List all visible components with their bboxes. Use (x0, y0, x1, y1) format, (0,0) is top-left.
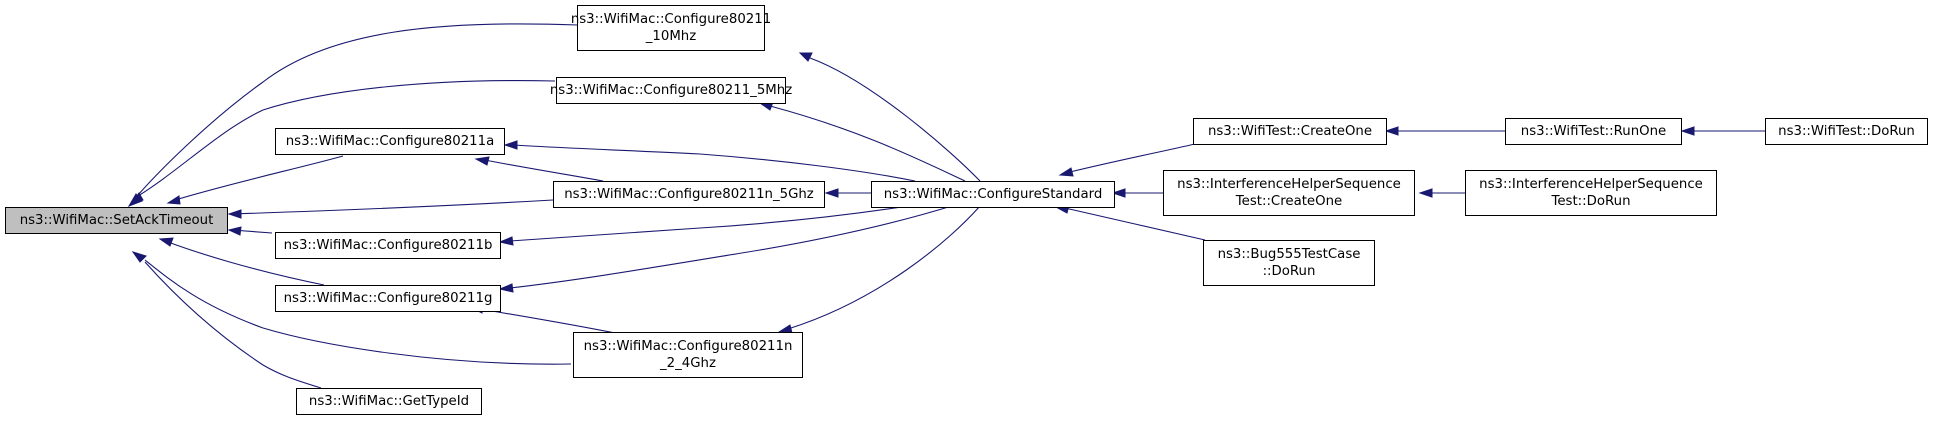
node-label: ns3::WifiMac::ConfigureStandard (883, 187, 1103, 202)
arrowhead (1384, 126, 1399, 136)
edge-configurestandard-to-configure80211-5mhz (769, 105, 966, 182)
arrowhead (798, 52, 813, 62)
node-label: ns3::WifiMac::Configure80211a (285, 134, 495, 149)
node-configure80211a[interactable]: ns3::WifiMac::Configure80211a (275, 128, 505, 155)
edge-configure80211n-2-4ghz-to-configure80211g (479, 308, 621, 335)
edge-configurestandard-to-configure80211g (509, 204, 956, 289)
arrowhead (474, 156, 490, 166)
node-label: ns3::WifiTest::CreateOne (1207, 124, 1373, 139)
arrowhead (1680, 126, 1695, 136)
node-configure-standard[interactable]: ns3::WifiMac::ConfigureStandard (871, 181, 1115, 208)
node-label: ns3::WifiMac::Configure80211_5Mhz (549, 83, 793, 98)
node-label: ns3::WifiMac::SetAckTimeout (19, 213, 214, 228)
node-label: ns3::WifiTest::RunOne (1520, 124, 1667, 139)
node-label: ns3::WifiMac::Configure80211g (283, 291, 493, 306)
node-set-ack-timeout[interactable]: ns3::WifiMac::SetAckTimeout (5, 207, 228, 234)
edge-configure80211g-to-setacktimeout (167, 241, 325, 286)
edge-configure80211a-to-setacktimeout (174, 155, 344, 201)
node-get-type-id[interactable]: ns3::WifiMac::GetTypeId (296, 388, 482, 415)
edge-gettypeid-to-setacktimeout (144, 261, 322, 389)
node-configure80211-10mhz[interactable]: ns3::WifiMac::Configure80211 _10Mhz (571, 5, 771, 51)
node-label: ns3::WifiMac::Configure80211n _2_4Ghz (583, 339, 793, 371)
arrowhead (498, 236, 514, 246)
node-bug555-do-run[interactable]: ns3::Bug555TestCase ::DoRun (1203, 240, 1375, 286)
node-configure80211-5mhz[interactable]: ns3::WifiMac::Configure80211_5Mhz (550, 77, 792, 104)
node-wifitest-do-run[interactable]: ns3::WifiTest::DoRun (1765, 118, 1928, 145)
arrowhead (127, 193, 143, 207)
node-wifitest-run-one[interactable]: ns3::WifiTest::RunOne (1505, 118, 1682, 145)
node-label: ns3::WifiTest::DoRun (1778, 124, 1915, 139)
node-label: ns3::WifiMac::Configure80211n_5Ghz (564, 187, 814, 202)
node-configure80211b[interactable]: ns3::WifiMac::Configure80211b (275, 232, 501, 259)
node-configure80211n-2-4ghz[interactable]: ns3::WifiMac::Configure80211n _2_4Ghz (573, 332, 803, 378)
node-label: ns3::WifiMac::Configure80211b (283, 238, 493, 253)
edge-configure80211-10mhz-to-setacktimeout (137, 23, 579, 196)
arrowhead (503, 140, 518, 150)
arrowhead (227, 226, 242, 236)
node-configure80211g[interactable]: ns3::WifiMac::Configure80211g (275, 285, 501, 312)
edge-wifitest-createone-to-configurestandard (1069, 143, 1196, 173)
edge-configure80211n-2-4ghz-to-setacktimeout (144, 259, 572, 365)
edge-configurestandard-to-configure80211n-2-4ghz (787, 205, 981, 330)
edge-configure80211n-5ghz-to-setacktimeout (231, 199, 554, 215)
arrowhead (131, 251, 147, 263)
node-label: ns3::InterferenceHelperSequence Test::Cr… (1177, 177, 1401, 209)
node-label: ns3::WifiMac::GetTypeId (308, 394, 470, 409)
node-configure80211n-5ghz[interactable]: ns3::WifiMac::Configure80211n_5Ghz (553, 181, 825, 208)
edge-configurestandard-to-configure80211b (509, 204, 916, 242)
node-wifitest-create-one[interactable]: ns3::WifiTest::CreateOne (1193, 118, 1387, 145)
node-interference-do-run[interactable]: ns3::InterferenceHelperSequence Test::Do… (1465, 170, 1717, 216)
arrowhead (1418, 188, 1433, 198)
node-interference-create-one[interactable]: ns3::InterferenceHelperSequence Test::Cr… (1163, 170, 1415, 216)
arrowhead (1111, 188, 1126, 198)
edge-configure80211-5mhz-to-setacktimeout (137, 79, 556, 197)
node-label: ns3::Bug555TestCase ::DoRun (1217, 247, 1361, 279)
arrowhead (227, 209, 242, 219)
node-label: ns3::InterferenceHelperSequence Test::Do… (1479, 177, 1703, 209)
node-label: ns3::WifiMac::Configure80211 _10Mhz (570, 12, 772, 44)
edge-configurestandard-to-configure80211-10mhz (809, 57, 981, 182)
edge-configurestandard-to-configure80211a (513, 144, 916, 182)
arrowhead (158, 237, 174, 247)
arrowhead (1058, 167, 1074, 177)
arrowhead (166, 195, 181, 205)
edge-configure80211n-5ghz-to-configure80211a (484, 159, 604, 182)
arrowhead (824, 188, 839, 198)
arrowhead (498, 283, 514, 293)
edge-bug555-dorun-to-configurestandard (1064, 207, 1206, 241)
